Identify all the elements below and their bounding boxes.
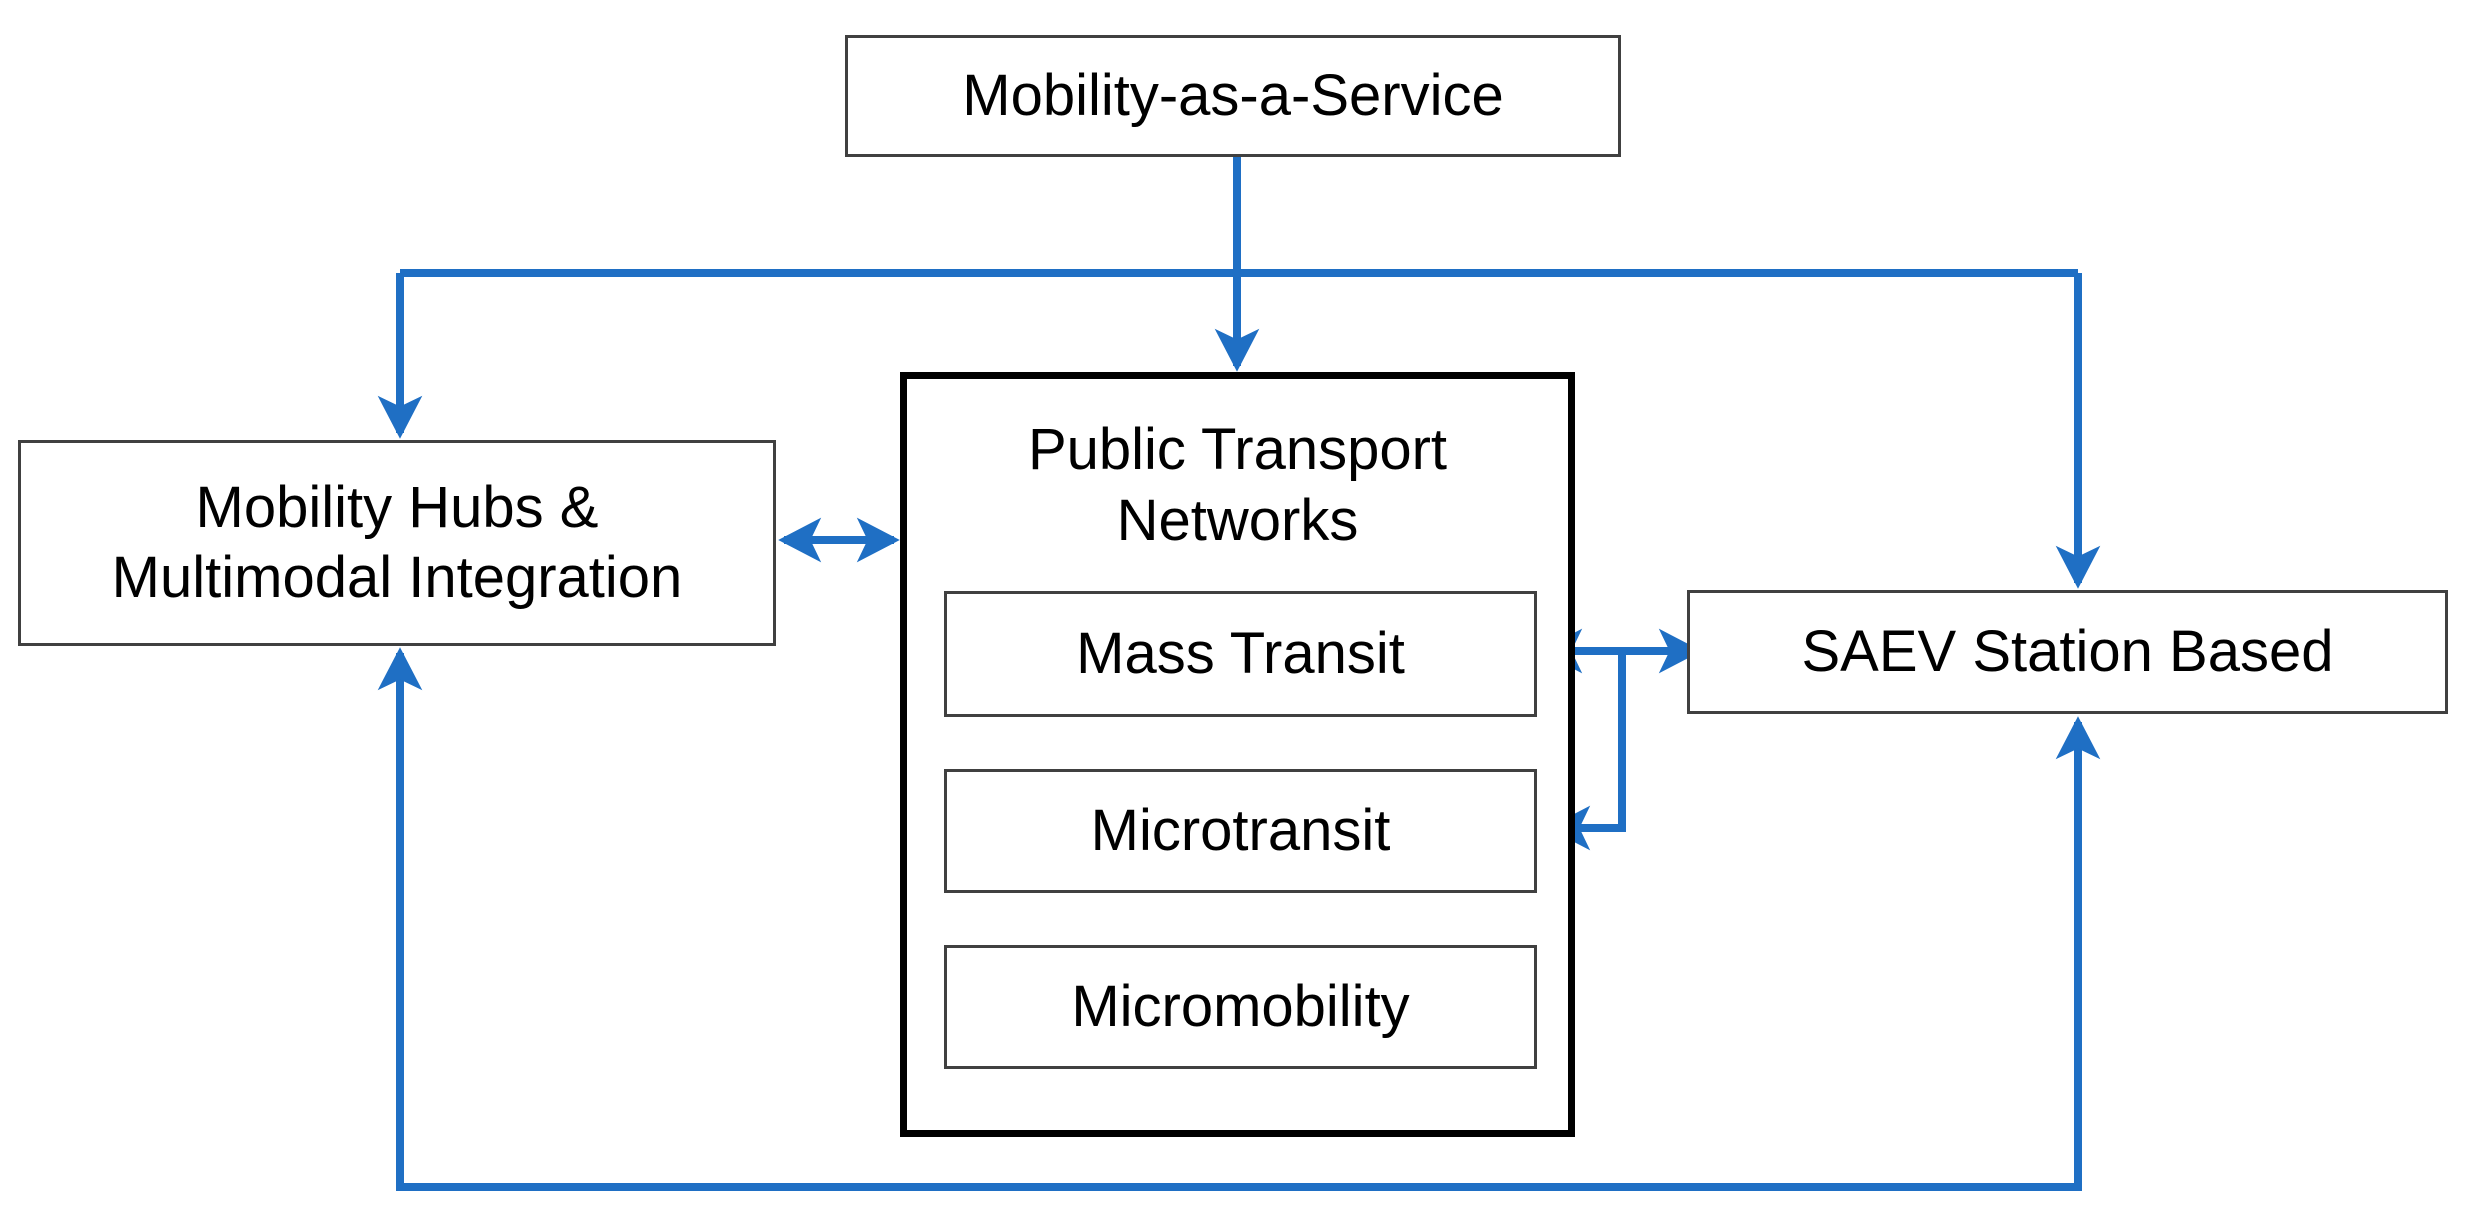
node-mobility-as-a-service[interactable]: Mobility-as-a-Service <box>845 35 1621 157</box>
node-label-mass-transit: Mass Transit <box>1076 621 1405 687</box>
node-mass-transit[interactable]: Mass Transit <box>944 591 1537 717</box>
node-label-microtransit: Microtransit <box>1090 798 1391 864</box>
node-label-maas: Mobility-as-a-Service <box>962 63 1504 129</box>
node-label-public-transport-networks: Public Transport Networks <box>1027 417 1448 553</box>
node-microtransit[interactable]: Microtransit <box>944 769 1537 893</box>
node-saev-station-based[interactable]: SAEV Station Based <box>1687 590 2448 714</box>
node-label-mobility-hubs: Mobility Hubs & Multimodal Integration <box>111 475 683 610</box>
node-micromobility[interactable]: Micromobility <box>944 945 1537 1069</box>
node-mobility-hubs-multimodal-integration[interactable]: Mobility Hubs & Multimodal Integration <box>18 440 776 646</box>
node-label-micromobility: Micromobility <box>1071 974 1410 1040</box>
node-label-saev: SAEV Station Based <box>1801 619 2334 685</box>
